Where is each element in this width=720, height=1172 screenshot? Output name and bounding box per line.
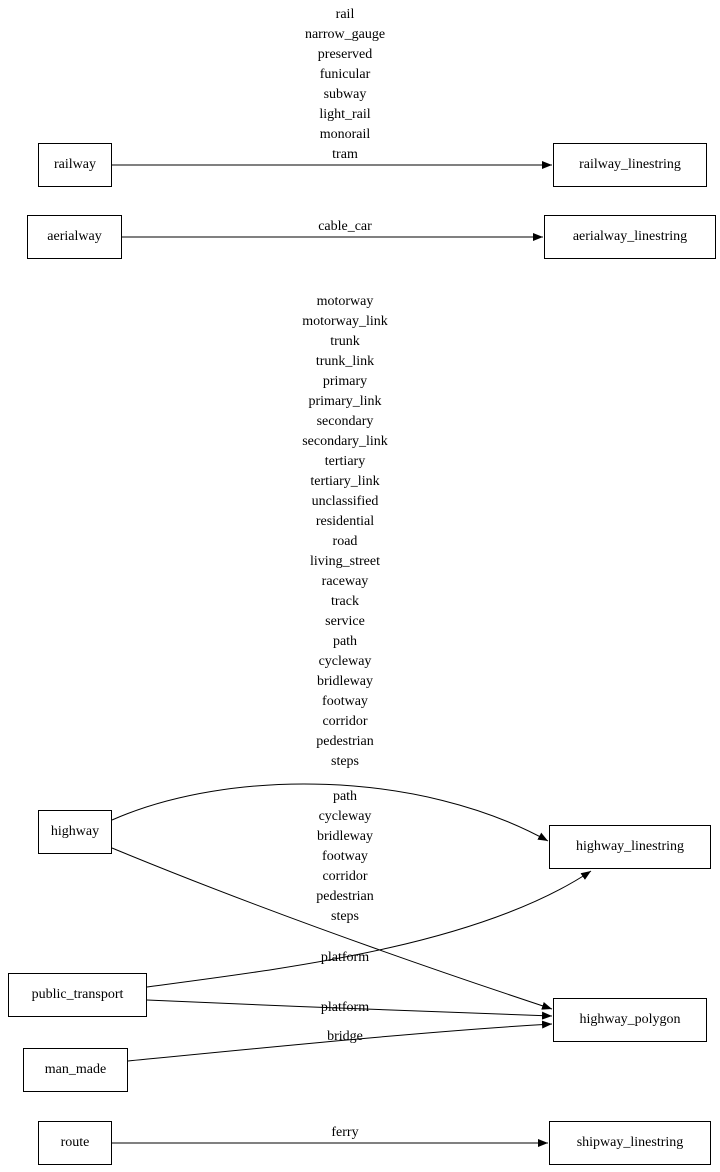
edge-label-route-types: ferry [331,1125,359,1140]
node-highway-linestring: highway_linestring [549,825,711,869]
edge-public_transport-to-highway_linestring [146,870,592,988]
edge-label-man-made-polygon: bridge [327,1029,363,1044]
edge-man_made-to-highway_polygon [127,1020,553,1062]
edge-highway-to-highway_polygon [111,847,553,1010]
edge-label-aerialway-types: cable_car [318,219,372,234]
node-route: route [38,1121,112,1165]
node-highway: highway [38,810,112,854]
edge-highway-to-highway_linestring [111,783,549,842]
edge-label-public-transport-linestring: platform [320,950,370,965]
edge-label-public-transport-polygon: platform [320,1000,370,1015]
node-shipway-linestring: shipway_linestring [549,1121,711,1165]
node-man-made: man_made [23,1048,128,1092]
node-railway: railway [38,143,112,187]
node-aerialway: aerialway [27,215,122,259]
node-highway-polygon: highway_polygon [553,998,707,1042]
node-public-transport: public_transport [8,973,147,1017]
node-railway-linestring: railway_linestring [553,143,707,187]
edge-public_transport-to-highway_polygon [146,999,553,1020]
node-aerialway-linestring: aerialway_linestring [544,215,716,259]
